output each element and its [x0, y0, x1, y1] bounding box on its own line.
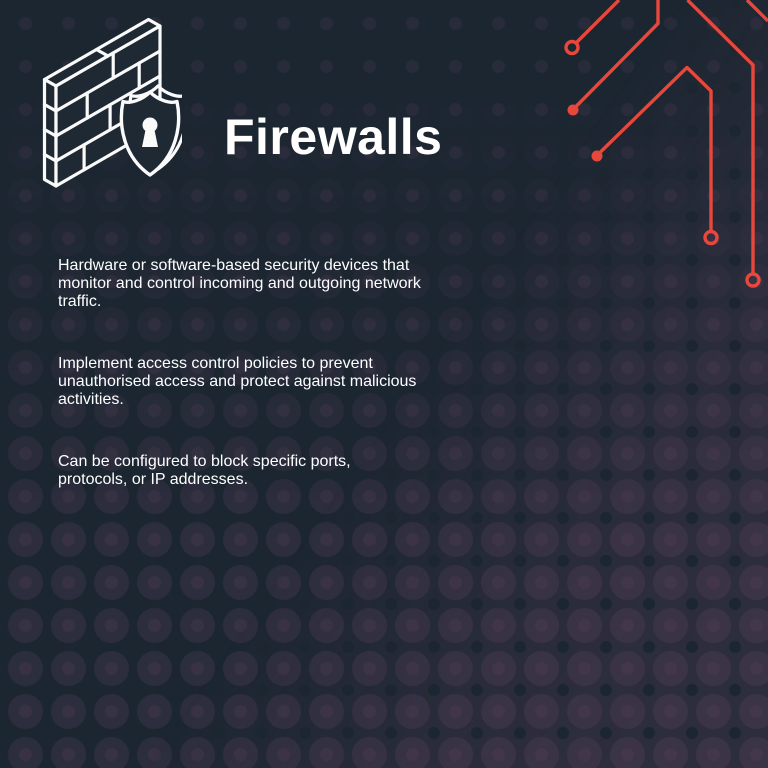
trace-line [745, 0, 768, 23]
trace-line [686, 0, 755, 274]
text-line: traffic. [58, 293, 102, 310]
trace-dot-node [591, 150, 603, 162]
shield-lock-icon [119, 84, 189, 177]
trace-line [575, 0, 621, 44]
trace-ring-node [703, 229, 719, 246]
trace-line [575, 0, 660, 108]
text-line: unauthorised access and protect against … [58, 373, 417, 390]
firewall-icon [30, 16, 189, 202]
page-title: Firewalls [224, 108, 443, 165]
brick-wall-icon [42, 17, 162, 188]
text-line: Implement access control policies to pre… [58, 355, 373, 372]
trace-ring-node [564, 39, 580, 56]
text-line: monitor and control incoming and outgoin… [58, 275, 421, 292]
text-line: activities. [58, 391, 124, 408]
trace-line [599, 65, 713, 231]
trace-ring-node [745, 272, 761, 288]
body-text: Hardware or software-based security devi… [58, 213, 730, 533]
keyhole-icon [142, 117, 158, 147]
text-line: Can be configured to block specific port… [58, 453, 351, 470]
text-line: Hardware or software-based security devi… [58, 257, 410, 274]
text-line: protocols, or IP addresses. [58, 471, 249, 488]
trace-dot-node [567, 104, 579, 116]
